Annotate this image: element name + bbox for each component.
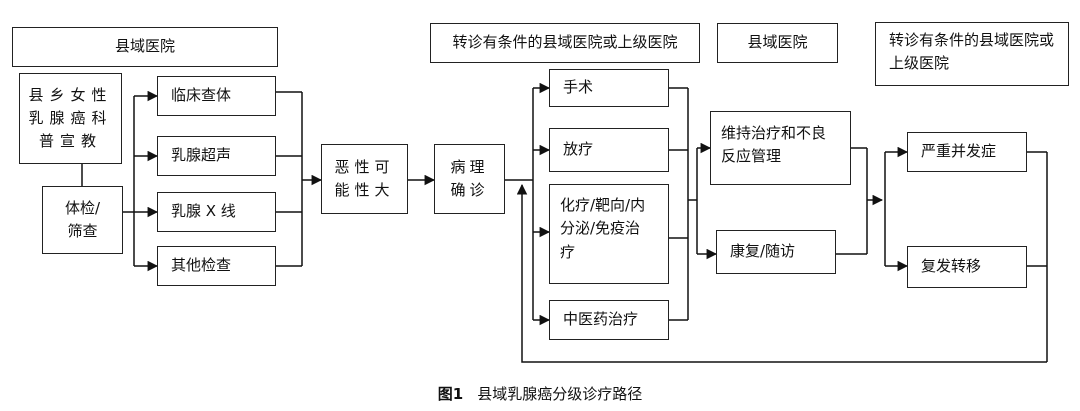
header-county-hospital-label: 县域医院: [114, 37, 175, 56]
exam-ultrasound-label: 乳腺超声: [171, 146, 232, 165]
figure-caption-label: 图1: [437, 385, 464, 403]
feedback-loop: [516, 183, 1047, 363]
screening-line-2: 筛查: [67, 222, 98, 240]
maintenance-node: 维持治疗和不良 反应管理: [710, 111, 851, 185]
pathology-line-1: 病理: [450, 157, 489, 176]
chemo-line-3: 疗: [560, 242, 576, 261]
figure-caption: 图1 县域乳腺癌分级诊疗路径: [0, 383, 1080, 404]
header-transfer-hospital: 转诊有条件的县域医院或上级医院: [430, 23, 700, 63]
malignancy-line-1: 恶性可: [334, 157, 395, 176]
header-county-hospital-2-label: 县域医院: [747, 33, 808, 52]
education-line-2: 乳腺癌科: [28, 108, 113, 127]
chemo-line-2: 分泌/免疫治: [560, 219, 641, 238]
header-county-hospital-2: 县域医院: [717, 23, 838, 63]
recurrence-node: 复发转移: [907, 246, 1027, 288]
screening-line-1: 体检/: [64, 198, 101, 217]
header-county-hospital: 县域医院: [12, 27, 278, 67]
surgery-node: 手术: [549, 69, 669, 107]
header-transfer-hospital-label: 转诊有条件的县域医院或上级医院: [452, 33, 678, 52]
figure-caption-text: 县域乳腺癌分级诊疗路径: [477, 385, 643, 403]
exam-other-node: 其他检查: [157, 246, 276, 286]
tcm-label: 中医药治疗: [563, 310, 639, 329]
tcm-node: 中医药治疗: [549, 300, 669, 340]
malignancy-node: 恶性可 能性大: [321, 144, 408, 214]
maintenance-line-2: 反应管理: [721, 147, 782, 166]
education-line-3: 普宣教: [38, 132, 102, 151]
rehab-node: 康复/随访: [716, 230, 836, 274]
radiotherapy-label: 放疗: [563, 140, 594, 159]
exam-clinical-node: 临床查体: [157, 76, 276, 116]
pathology-line-2: 确诊: [450, 181, 489, 199]
exam-clinical-label: 临床查体: [171, 86, 232, 105]
rehab-label: 康复/随访: [730, 242, 796, 261]
chemo-line-1: 化疗/靶向/内: [560, 196, 646, 214]
pathology-node: 病理 确诊: [434, 144, 505, 214]
maintenance-line-1: 维持治疗和不良: [721, 124, 827, 142]
screening-node: 体检/ 筛查: [42, 186, 123, 254]
education-node: 县乡女性 乳腺癌科 普宣教: [19, 73, 122, 164]
exam-xray-label: 乳腺 X 线: [171, 202, 236, 221]
surgery-label: 手术: [563, 78, 594, 97]
chemo-node: 化疗/靶向/内 分泌/免疫治 疗: [549, 184, 669, 284]
recurrence-label: 复发转移: [921, 257, 982, 276]
radiotherapy-node: 放疗: [549, 128, 669, 172]
exam-other-label: 其他检查: [171, 256, 232, 275]
complication-label: 严重并发症: [921, 142, 997, 161]
malignancy-line-2: 能性大: [334, 181, 395, 199]
header-transfer-hospital-2: 转诊有条件的县域医院或上级医院: [875, 22, 1069, 86]
exam-xray-node: 乳腺 X 线: [157, 192, 276, 232]
complication-node: 严重并发症: [907, 132, 1027, 172]
exam-ultrasound-node: 乳腺超声: [157, 136, 276, 176]
header-transfer-hospital-2-label: 转诊有条件的县域医院或上级医院: [889, 31, 1055, 73]
education-line-1: 县乡女性: [28, 85, 113, 104]
